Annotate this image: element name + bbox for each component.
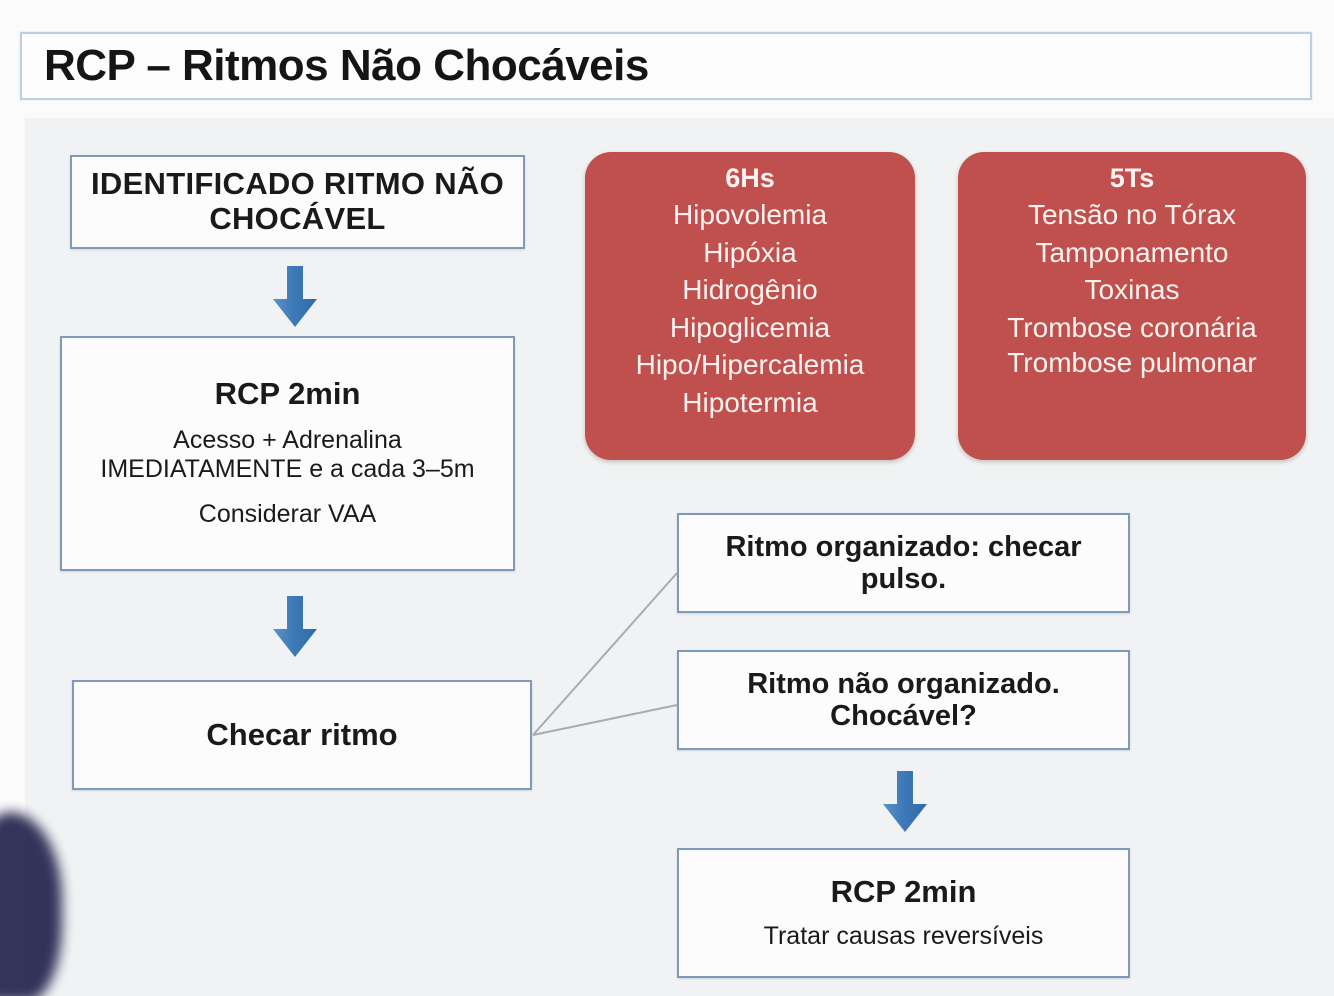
node-identificado-heading: IDENTIFICADO RITMO NÃO CHOCÁVEL bbox=[90, 166, 505, 236]
slide-title-box: RCP – Ritmos Não Chocáveis bbox=[20, 32, 1312, 100]
cause-item: Hipoglicemia bbox=[669, 311, 831, 343]
cause-item: Trombose coronária bbox=[1007, 311, 1257, 343]
node-rcp1-heading: RCP 2min bbox=[214, 376, 361, 412]
page-title: RCP – Ritmos Não Chocáveis bbox=[44, 41, 649, 90]
cause-item: Trombose pulmonar bbox=[1007, 347, 1257, 379]
cause-item: Tamponamento bbox=[1035, 236, 1229, 268]
node-identificado-ritmo-nao-chocavel[interactable]: IDENTIFICADO RITMO NÃO CHOCÁVEL bbox=[70, 155, 525, 249]
node-checar-ritmo[interactable]: Checar ritmo bbox=[72, 680, 532, 790]
cause-box-6hs: 6Hs Hipovolemia Hipóxia Hidrogênio Hipog… bbox=[585, 152, 915, 460]
down-arrow-icon bbox=[272, 266, 318, 328]
node-ritmo-nao-organizado-heading: Ritmo não organizado. Chocável? bbox=[747, 667, 1060, 732]
node-ritmo-nao-organizado[interactable]: Ritmo não organizado. Chocável? bbox=[677, 650, 1130, 750]
node-rcp-2min-primeiro[interactable]: RCP 2min Acesso + Adrenalina IMEDIATAMEN… bbox=[60, 336, 515, 571]
cause-box-5ts: 5Ts Tensão no Tórax Tamponamento Toxinas… bbox=[958, 152, 1306, 460]
node-ritmo-organizado[interactable]: Ritmo organizado: checar pulso. bbox=[677, 513, 1130, 613]
node-ritmo-organizado-heading: Ritmo organizado: checar pulso. bbox=[725, 530, 1082, 595]
cause-box-5ts-title: 5Ts bbox=[1109, 163, 1155, 193]
cause-item: Toxinas bbox=[1084, 274, 1180, 306]
cause-item: Hipovolemia bbox=[672, 199, 828, 231]
node-rcp1-line1: Acesso + Adrenalina IMEDIATAMENTE e a ca… bbox=[100, 425, 475, 484]
cause-item: Hipóxia bbox=[703, 236, 797, 268]
cause-item: Tensão no Tórax bbox=[1027, 199, 1237, 231]
down-arrow-icon bbox=[272, 596, 318, 658]
cause-item: Hidrogênio bbox=[682, 274, 818, 306]
cause-box-6hs-title: 6Hs bbox=[725, 163, 775, 193]
down-arrow-icon bbox=[882, 771, 928, 833]
cause-item: Hipotermia bbox=[682, 386, 818, 418]
node-rcp2-heading: RCP 2min bbox=[830, 874, 977, 910]
node-rcp2-line1: Tratar causas reversíveis bbox=[763, 921, 1044, 950]
node-checar-ritmo-heading: Checar ritmo bbox=[206, 716, 398, 752]
cause-item: Hipo/Hipercalemia bbox=[635, 349, 865, 381]
node-rcp1-line2: Considerar VAA bbox=[198, 500, 377, 529]
node-rcp-2min-segundo[interactable]: RCP 2min Tratar causas reversíveis bbox=[677, 848, 1130, 978]
